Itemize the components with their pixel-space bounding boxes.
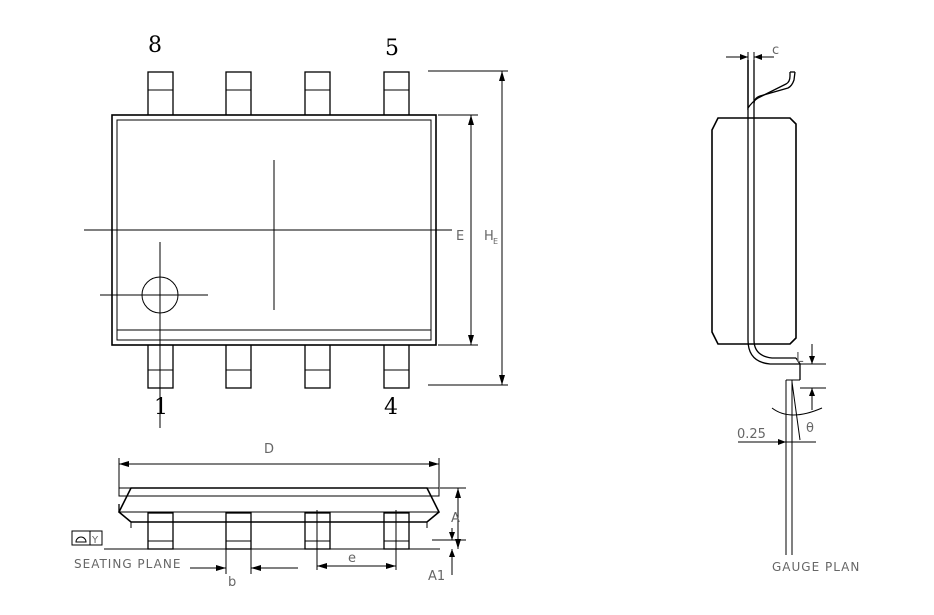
pin-label-1: 1: [154, 395, 168, 420]
pin-2: [225, 343, 252, 389]
dim-L-label: L: [796, 351, 804, 366]
flatness-letter: Y: [91, 535, 99, 546]
front-view: D Y SEATING PLANE A: [71, 442, 466, 590]
dim-E: E: [438, 114, 478, 346]
dim-D-label: D: [264, 442, 274, 457]
gauge-plane-label: GAUGE PLAN: [772, 560, 860, 574]
pin-7: [225, 71, 252, 117]
theta-arc: [771, 407, 823, 416]
flatness-symbol: [71, 530, 103, 546]
dim-theta-label: θ: [806, 421, 814, 436]
dim-HE: H E: [428, 70, 508, 386]
pin-5: [383, 71, 410, 117]
dim-c-label: c: [772, 43, 779, 58]
dim-E-label: E: [456, 229, 464, 244]
pin-3: [304, 343, 331, 389]
dim-A1-label: A1: [428, 569, 445, 584]
seating-plane-label: SEATING PLANE: [74, 557, 181, 571]
pin-label-8: 8: [148, 33, 162, 58]
pin-label-5: 5: [385, 36, 399, 61]
pin-6: [304, 71, 331, 117]
pin-8: [147, 71, 174, 117]
dim-025-label: 0.25: [737, 427, 766, 442]
pin-4: [383, 343, 410, 389]
dim-A-label: A: [451, 511, 460, 526]
dim-HE-label: H: [484, 229, 494, 244]
bottom-pins: [147, 343, 410, 389]
dim-HE-subscript: E: [493, 237, 498, 246]
pin-label-4: 4: [384, 395, 398, 420]
front-body: [118, 487, 440, 523]
dim-e-label: e: [348, 551, 356, 566]
side-view: c L θ 0.25 GAUGE PLAN: [711, 43, 860, 574]
top-view: 8 5 1 4 E H E: [84, 33, 508, 428]
top-pins: [147, 71, 410, 117]
side-lead-outer: [747, 60, 801, 380]
dim-b-label: b: [228, 575, 236, 590]
